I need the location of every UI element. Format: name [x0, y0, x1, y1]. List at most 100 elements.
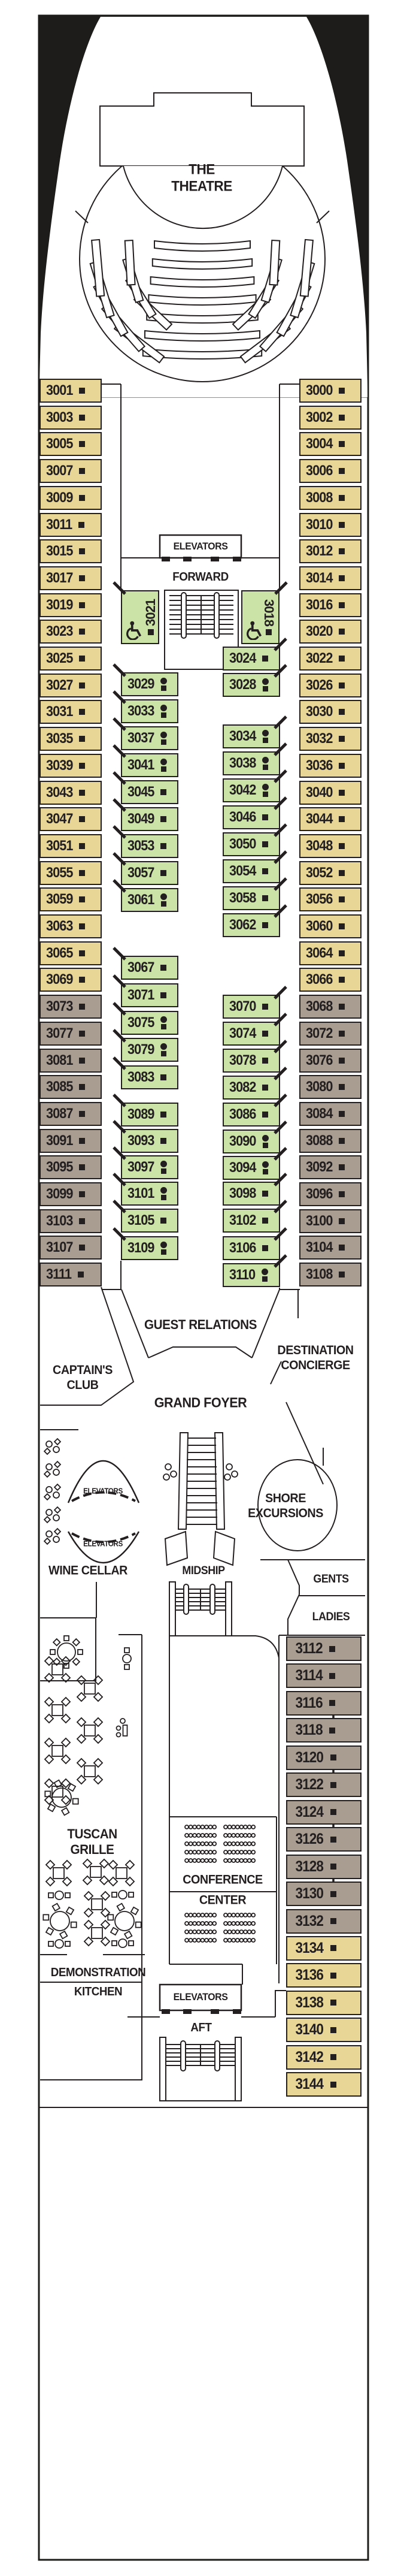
cabin-3048: 3048: [299, 833, 362, 858]
cabin-3107: 3107: [40, 1236, 102, 1260]
cabin-number: 3049: [127, 811, 154, 827]
cabin-3032: 3032: [299, 727, 362, 751]
stateroom-square-icon: [339, 1191, 345, 1197]
cabin-3074: 3074: [223, 1022, 280, 1046]
cabin-number: 3079: [127, 1041, 154, 1058]
stateroom-square-icon: [262, 922, 269, 928]
cabin-number: 3070: [229, 998, 256, 1014]
cabin-number: 3019: [46, 596, 73, 613]
cabin-3006: 3006: [299, 459, 362, 484]
cabin-number: 3062: [229, 917, 256, 933]
stateroom-square-icon: [160, 1218, 167, 1224]
cabin-number: 3098: [229, 1185, 256, 1201]
stateroom-square-icon: [339, 816, 345, 823]
cabin-number: 3067: [127, 959, 154, 976]
stateroom-square-icon: [79, 1110, 86, 1117]
cabin-3124: 3124: [286, 1799, 362, 1825]
upper-berth-dot-icon: [262, 757, 269, 770]
cabin-3111: 3111: [40, 1263, 102, 1287]
cabin-number: 3037: [127, 730, 154, 746]
cabin-number: 3090: [229, 1133, 256, 1149]
stateroom-square-icon: [160, 1074, 167, 1080]
cabin-3047: 3047: [40, 807, 102, 832]
cabin-number: 3093: [127, 1133, 154, 1149]
cabin-number: 3008: [306, 489, 333, 506]
stateroom-square-icon: [77, 1272, 84, 1278]
cabin-number: 3102: [229, 1212, 256, 1228]
cabin-number: 3001: [46, 382, 73, 398]
cabin-number: 3108: [306, 1266, 333, 1283]
cabin-3022: 3022: [299, 647, 362, 671]
cabin-number: 3106: [229, 1240, 256, 1256]
cabin-number: 3039: [46, 757, 73, 774]
stateroom-square-icon: [339, 682, 345, 688]
cabin-3056: 3056: [299, 887, 362, 912]
cabin-3034: 3034: [223, 724, 280, 748]
cabin-3114: 3114: [286, 1663, 362, 1689]
stateroom-square-icon: [262, 1085, 269, 1091]
cabin-number: 3046: [229, 809, 256, 825]
cabin-3051: 3051: [40, 833, 102, 858]
stateroom-square-icon: [79, 602, 86, 608]
cabin-3041: 3041: [121, 753, 178, 777]
cabin-number: 3094: [229, 1159, 256, 1176]
cabin-number: 3116: [295, 1694, 323, 1711]
upper-berth-dot-icon: [160, 1016, 168, 1029]
cabin-3049: 3049: [121, 807, 178, 831]
cabin-number: 3029: [127, 676, 154, 692]
cabin-3065: 3065: [40, 941, 102, 965]
cabin-number: 3064: [306, 944, 333, 961]
upper-berth-dot-icon: [262, 1269, 269, 1282]
cabin-3073: 3073: [40, 995, 102, 1019]
cabin-number: 3092: [306, 1159, 333, 1176]
cabin-3062: 3062: [223, 913, 280, 937]
stateroom-square-icon: [330, 1809, 336, 1816]
cabin-3023: 3023: [40, 620, 102, 644]
cabin-3058: 3058: [223, 886, 280, 910]
theatre-seating: [89, 238, 315, 364]
stateroom-square-icon: [79, 709, 86, 715]
cabin-number: 3124: [295, 1803, 324, 1820]
cabin-3122: 3122: [286, 1772, 362, 1798]
cabin-number: 3052: [306, 864, 333, 881]
cabin-number: 3126: [295, 1831, 324, 1848]
cabin-number: 3077: [46, 1025, 73, 1041]
cabin-number: 3104: [306, 1239, 333, 1256]
cabin-number: 3122: [295, 1776, 324, 1793]
cabin-3082: 3082: [223, 1076, 280, 1100]
cabin-3067: 3067: [121, 956, 178, 980]
cabin-number: 3027: [46, 677, 73, 693]
stateroom-square-icon: [330, 1836, 336, 1843]
cabin-number: 3132: [295, 1912, 324, 1929]
cabin-3116: 3116: [286, 1690, 362, 1716]
cabin-number: 3071: [127, 987, 154, 1003]
stateroom-square-icon: [262, 656, 269, 662]
stateroom-square-icon: [330, 2000, 336, 2006]
cabin-number: 3084: [306, 1105, 333, 1122]
stateroom-square-icon: [79, 1191, 86, 1197]
stateroom-square-icon: [339, 842, 345, 849]
stateroom-square-icon: [339, 388, 345, 394]
upper-berth-dot-icon: [160, 759, 168, 772]
cabin-3140: 3140: [286, 2018, 362, 2043]
cabin-number: 3002: [306, 409, 333, 425]
cabin-3080: 3080: [299, 1075, 362, 1100]
cabin-number: 3111: [46, 1266, 72, 1283]
stateroom-square-icon: [79, 736, 86, 742]
cabin-3042: 3042: [223, 778, 280, 802]
cabin-3019: 3019: [40, 593, 102, 617]
stateroom-square-icon: [79, 414, 86, 421]
cabin-3134: 3134: [286, 1935, 362, 1961]
cabin-number: 3089: [127, 1106, 154, 1122]
cabin-number: 3043: [46, 784, 73, 801]
upper-berth-dot-icon: [262, 730, 269, 743]
stateroom-square-icon: [339, 548, 345, 555]
cabin-number: 3025: [46, 650, 73, 666]
cabin-number: 3136: [295, 1967, 324, 1984]
cabin-number: 3086: [229, 1106, 256, 1122]
connecting-door-mark: [113, 1094, 126, 1107]
stateroom-square-icon: [339, 1084, 345, 1091]
cabin-number: 3036: [306, 757, 333, 774]
stateroom-square-icon: [339, 656, 345, 662]
cabin-number: 3023: [46, 623, 73, 640]
